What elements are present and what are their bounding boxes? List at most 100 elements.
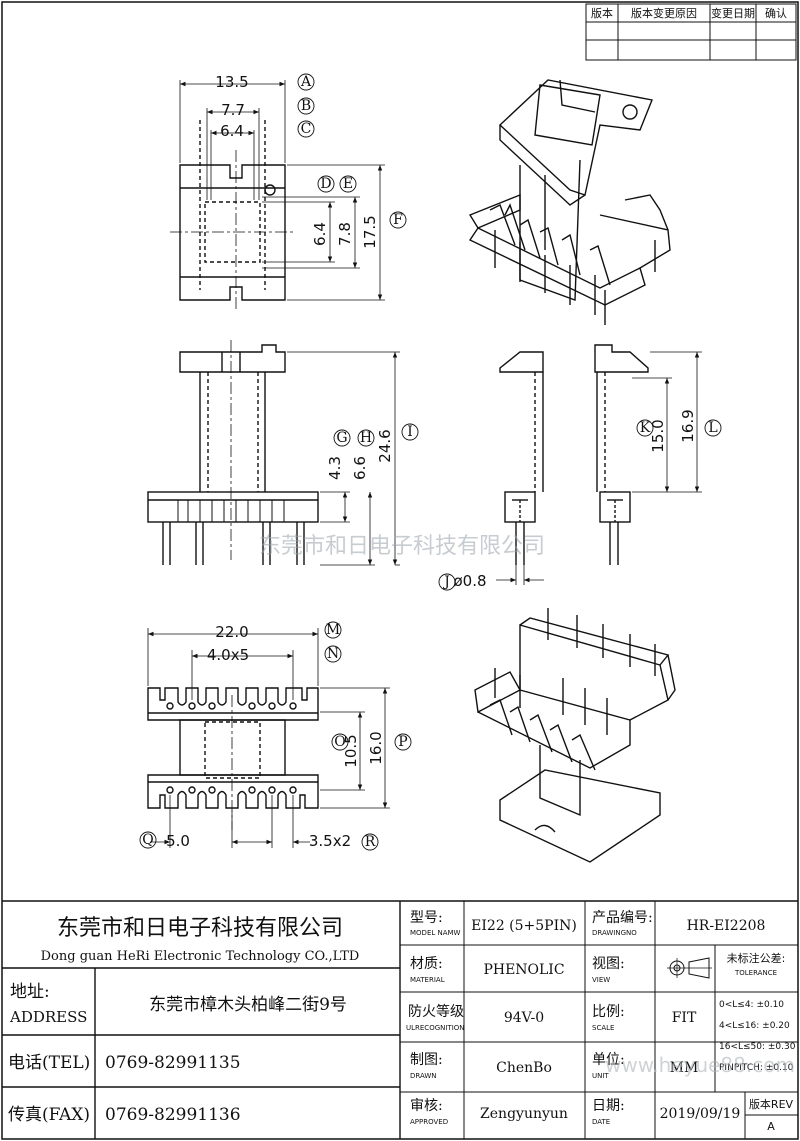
unit-value: MM: [670, 1060, 699, 1076]
dim-13-5: 13.5: [215, 73, 248, 91]
dim-5-0: 5.0: [166, 832, 190, 850]
model-label: 型号:: [410, 910, 443, 926]
rev-header-reason: 版本变更原因: [631, 6, 697, 20]
approved-sub: APPROVED: [410, 1118, 448, 1126]
top-view: [170, 120, 295, 310]
tolerance-row-4: PINPITCH: ±0.10: [719, 1063, 794, 1073]
tolerance-sub: TOLERANCE: [734, 969, 777, 977]
drawing-no-sub: DRAWINGNO: [592, 929, 637, 937]
company-name-cn: 东莞市和日电子科技有限公司: [57, 916, 343, 941]
rev-header-date: 变更日期: [711, 6, 755, 20]
markers-side: [438, 419, 722, 591]
scale-value: FIT: [672, 1010, 697, 1026]
drawing-no-value: HR-EI2208: [687, 918, 766, 934]
dim-7-8: 7.8: [336, 222, 354, 246]
dim-16-9: 16.9: [679, 409, 697, 442]
address-label-cn: 地址:: [10, 982, 50, 1002]
dim-24-6: 24.6: [376, 429, 394, 462]
dim-6-6: 6.6: [351, 456, 369, 480]
rev-header-version: 版本: [591, 6, 613, 20]
unit-label: 单位:: [592, 1052, 625, 1068]
top-view-dims: [179, 80, 385, 301]
marker-f: F: [393, 212, 403, 228]
markers-bottom: [139, 621, 412, 851]
iso-view-top: [468, 79, 671, 325]
dim-7-7: 7.7: [221, 101, 245, 119]
material-value: PHENOLIC: [483, 962, 564, 978]
marker-e: E: [343, 176, 353, 192]
material-sub: MATERIAL: [410, 976, 445, 984]
fax-label: 传真(FAX): [8, 1105, 90, 1125]
marker-i: I: [407, 424, 413, 440]
marker-p: P: [398, 734, 407, 750]
flame-value: 94V-0: [504, 1010, 544, 1026]
view-sub: VIEW: [592, 976, 610, 984]
marker-n: N: [327, 646, 339, 662]
drawn-value: ChenBo: [496, 1060, 552, 1076]
address-value: 东莞市樟木头柏峰二街9号: [149, 995, 347, 1015]
marker-j: J: [442, 574, 450, 590]
third-angle-projection-icon: [667, 957, 712, 979]
dim-10-5: 10.5: [342, 734, 360, 767]
date-sub: DATE: [592, 1118, 610, 1126]
marker-k: K: [640, 420, 651, 436]
marker-q: Q: [142, 832, 153, 848]
approved-label: 审核:: [410, 1098, 443, 1114]
watermark-company: 东莞市和日电子科技有限公司: [259, 534, 545, 559]
date-value: 2019/09/19: [660, 1106, 741, 1122]
view-label: 视图:: [592, 956, 625, 972]
dim-4-0x5: 4.0x5: [207, 646, 249, 664]
marker-l: L: [708, 420, 717, 436]
dim-pin-diameter: ø0.8: [453, 572, 486, 590]
drawn-sub: DRAWN: [410, 1072, 437, 1080]
dim-6-4-side: 6.4: [311, 222, 329, 246]
approved-value: Zengyunyun: [480, 1106, 568, 1122]
tolerance-row-1: 0<L≤4: ±0.10: [719, 1000, 784, 1010]
markers-top: [297, 73, 407, 229]
dim-22-0: 22.0: [215, 623, 248, 641]
dim-3-5x2: 3.5x2: [309, 832, 351, 850]
dim-15-0: 15.0: [649, 419, 667, 452]
fax-value: 0769-82991136: [105, 1105, 241, 1125]
dim-17-5: 17.5: [361, 215, 379, 248]
marker-r: R: [365, 834, 376, 850]
tel-value: 0769-82991135: [105, 1053, 241, 1073]
flame-sub: ULRECOGNITION: [406, 1024, 465, 1032]
model-value: EI22 (5+5PIN): [471, 918, 577, 934]
marker-b: B: [301, 98, 311, 114]
model-sub: MODEL NAMW: [410, 929, 461, 937]
drawn-label: 制图:: [410, 1052, 443, 1068]
address-label-en: ADDRESS: [9, 1008, 87, 1026]
date-label: 日期:: [592, 1098, 625, 1114]
tolerance-label: 未标注公差:: [727, 951, 786, 965]
dim-4-3: 4.3: [326, 456, 344, 480]
marker-o: O: [334, 734, 345, 750]
side-view: [499, 344, 649, 565]
scale-label: 比例:: [592, 1004, 625, 1020]
unit-sub: UNIT: [592, 1072, 609, 1080]
front-view: [147, 340, 319, 565]
marker-m: M: [326, 622, 340, 638]
marker-a: A: [300, 74, 312, 90]
marker-d: D: [320, 176, 331, 192]
rev-header-confirm: 确认: [765, 7, 787, 20]
company-name-en: Dong guan HeRi Electronic Technology CO.…: [41, 949, 360, 964]
side-view-dims: [496, 351, 702, 585]
dim-16-0: 16.0: [367, 731, 385, 764]
tel-label: 电话(TEL): [8, 1053, 90, 1073]
flame-label: 防火等级: [408, 1003, 464, 1020]
title-block-grid: [2, 900, 798, 1139]
front-view-dims: [287, 351, 400, 566]
bottom-view-dims: [147, 628, 390, 848]
rev-value: A: [767, 1120, 775, 1133]
watermark-url: www.heyue88.com: [605, 1053, 795, 1077]
dim-6-4-top: 6.4: [220, 122, 244, 140]
bottom-view: [147, 687, 319, 830]
tolerance-row-2: 4<L≤16: ±0.20: [719, 1021, 790, 1031]
scale-sub: SCALE: [592, 1024, 614, 1032]
drawing-no-label: 产品编号:: [592, 910, 653, 926]
marker-c: C: [301, 121, 312, 137]
marker-g: G: [336, 430, 347, 446]
